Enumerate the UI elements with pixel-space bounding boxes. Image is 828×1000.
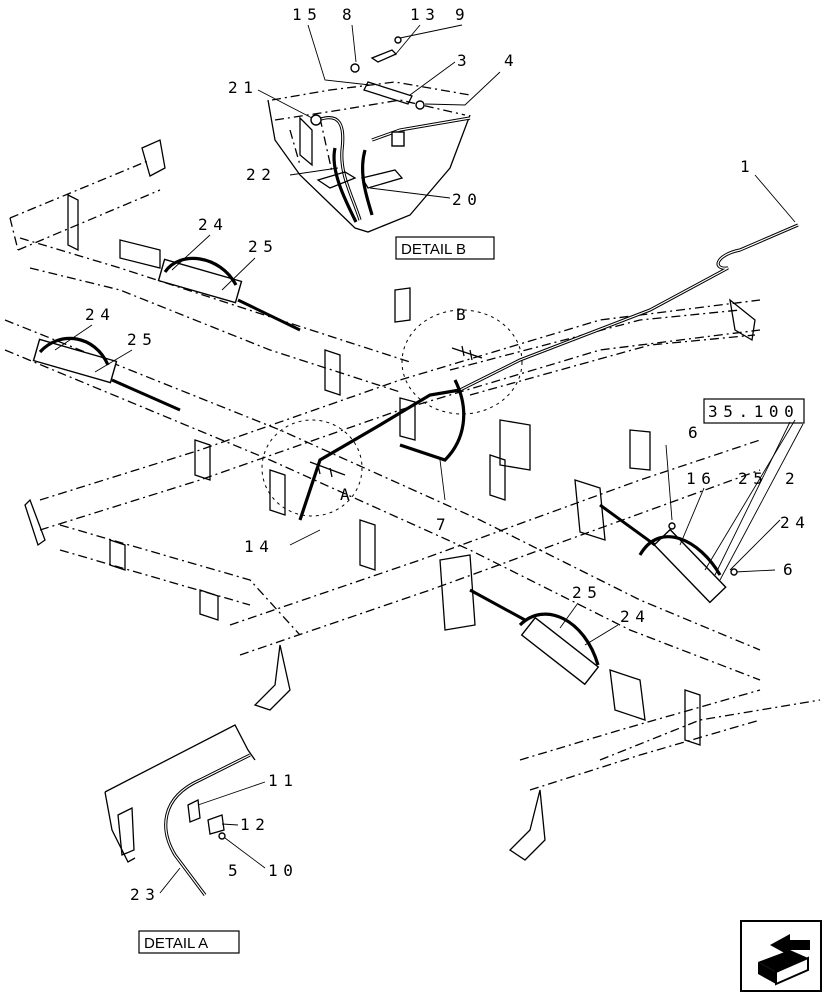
callout-8: 8 [342, 5, 357, 24]
cylinder-right [599, 503, 727, 604]
detail-b-inset [267, 36, 471, 233]
callout-b: B [456, 305, 471, 324]
detail-b-box [395, 236, 495, 260]
fitting-6-a [668, 522, 676, 530]
callout-20: 20 [452, 190, 482, 209]
callout-7: 7 [436, 515, 451, 534]
callout-22: 22 [246, 165, 276, 184]
callout-14: 14 [244, 537, 274, 556]
callout-a: A [340, 485, 355, 504]
callout-16: 16 [686, 469, 716, 488]
callout-13: 13 [410, 5, 440, 24]
callout-24-d: 24 [620, 607, 650, 626]
callout-23: 23 [130, 885, 160, 904]
implement-frame [4, 139, 821, 861]
callout-24-a: 24 [198, 215, 228, 234]
callout-6-b: 6 [783, 560, 798, 579]
callout-4: 4 [504, 51, 519, 70]
callout-24-b: 24 [85, 305, 115, 324]
main-hydraulic-hose [298, 223, 799, 521]
detail-a-inset [104, 724, 256, 896]
callout-25-a: 25 [248, 237, 278, 256]
callout-24-c: 24 [780, 513, 810, 532]
detail-b-circle [401, 309, 523, 415]
detail-a-circle [261, 419, 363, 517]
next-page-arrow-icon[interactable] [740, 920, 822, 992]
callout-3: 3 [457, 51, 472, 70]
detail-a-leaders [159, 781, 266, 894]
detail-a-fittings [309, 461, 346, 478]
callout-10: 10 [268, 861, 298, 880]
fitting-6-b [730, 568, 738, 576]
callout-25-d: 25 [572, 583, 602, 602]
callout-6-a: 6 [688, 423, 703, 442]
callout-15: 15 [292, 5, 322, 24]
detail-b-fittings [451, 345, 483, 361]
detail-a-label: DETAIL A [144, 935, 208, 952]
callout-11: 11 [268, 771, 298, 790]
callout-9: 9 [455, 5, 470, 24]
callout-5: 5 [228, 861, 243, 880]
reference-label: 35.100 [708, 402, 799, 421]
reference-box [703, 398, 805, 424]
detail-b-leaders [257, 24, 501, 199]
detail-b-label: DETAIL B [401, 241, 466, 258]
callout-2: 2 [785, 469, 800, 488]
cylinder-upper-left [157, 256, 301, 332]
main-leaders [54, 174, 804, 646]
callout-12: 12 [240, 815, 270, 834]
detail-a-box [138, 930, 240, 954]
cylinder-center [469, 588, 600, 686]
callout-25-b: 25 [127, 330, 157, 349]
callout-1: 1 [740, 157, 755, 176]
callout-21: 21 [228, 78, 258, 97]
